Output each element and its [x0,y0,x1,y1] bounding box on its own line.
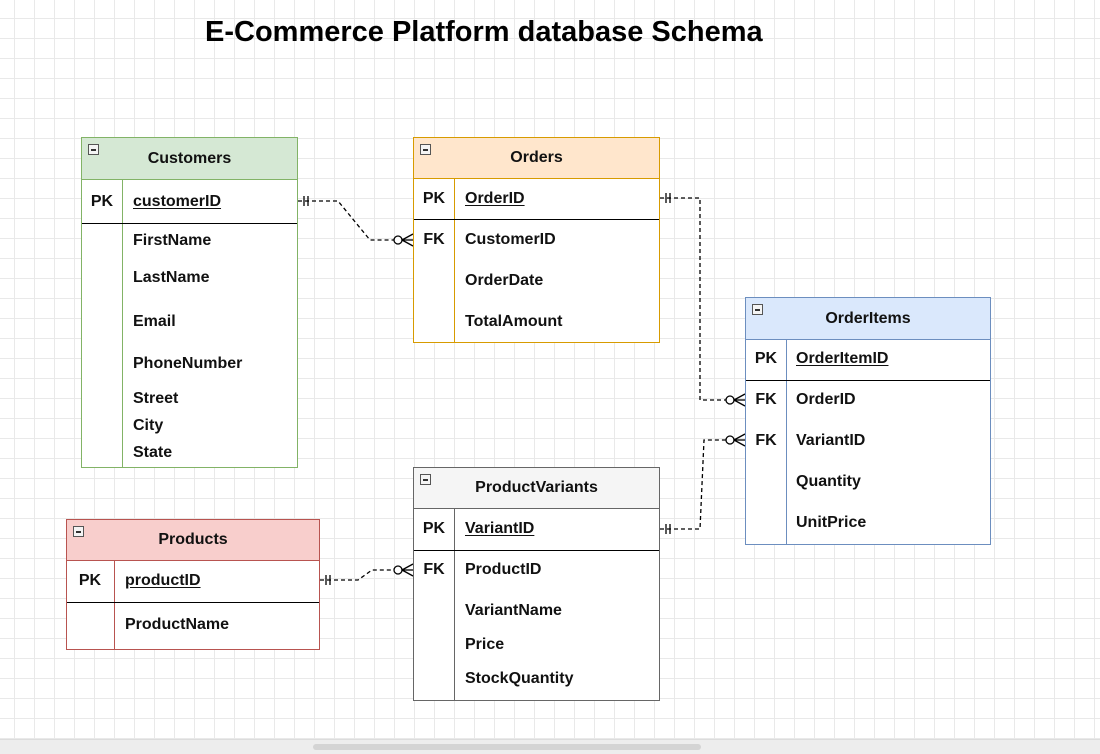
fk-label: FK [755,432,777,449]
fk-label: FK [755,391,777,408]
relationship-customers-orders [298,200,394,241]
table-orders[interactable]: Orders PK OrderID FK CustomerID OrderDat… [413,137,660,343]
zero-marker [725,395,735,405]
pk-field-variantid[interactable]: VariantID [465,520,535,537]
field-customerid[interactable]: CustomerID [465,231,556,248]
table-orderitems[interactable]: OrderItems PK OrderItemID FK OrderID FK … [745,297,991,545]
key-column-divider [122,180,123,467]
table-header-productvariants[interactable]: ProductVariants [414,468,659,509]
field-street[interactable]: Street [133,390,179,407]
table-productvariants[interactable]: ProductVariants PK VariantID FK ProductI… [413,467,660,701]
fk-label: FK [423,561,445,578]
table-customers[interactable]: Customers PK customerID FirstName LastNa… [81,137,298,468]
pk-label: PK [754,350,778,367]
table-name: Products [158,531,228,548]
scrollbar-thumb[interactable] [313,744,701,750]
table-products[interactable]: Products PK productID ProductName [66,519,320,650]
table-name: ProductVariants [475,479,598,496]
pk-label: PK [422,190,446,207]
crows-foot-marker [401,569,414,577]
field-stockquantity[interactable]: StockQuantity [465,670,574,687]
field-orderdate[interactable]: OrderDate [465,272,544,289]
table-header-orders[interactable]: Orders [414,138,659,179]
collapse-icon[interactable] [73,526,84,537]
crows-foot-marker [733,433,746,441]
pk-separator [414,219,659,220]
table-name: Orders [510,149,563,166]
field-email[interactable]: Email [133,313,176,330]
crows-foot-marker [733,399,746,407]
relationship-products-productvariants [320,569,394,581]
field-state[interactable]: State [133,444,173,461]
crows-foot-marker [401,563,414,571]
collapse-icon[interactable] [420,474,431,485]
field-variantname[interactable]: VariantName [465,602,562,619]
pk-label: PK [422,520,446,537]
table-header-customers[interactable]: Customers [82,138,297,180]
pk-separator [67,602,319,603]
pk-field-customerid[interactable]: customerID [133,193,222,210]
key-column-divider [454,509,455,700]
field-phonenumber[interactable]: PhoneNumber [133,355,243,372]
field-orderid[interactable]: OrderID [796,391,856,408]
pk-separator [414,550,659,551]
field-productid[interactable]: ProductID [465,561,542,578]
field-quantity[interactable]: Quantity [796,473,861,490]
collapse-icon[interactable] [752,304,763,315]
field-firstname[interactable]: FirstName [133,232,212,249]
pk-separator [82,223,297,224]
zero-marker [393,565,403,575]
pk-label: PK [90,193,114,210]
diagram-title: E-Commerce Platform database Schema [205,16,763,48]
pk-field-productid[interactable]: productID [125,572,201,589]
field-lastname[interactable]: LastName [133,269,210,286]
field-totalamount[interactable]: TotalAmount [465,313,563,330]
table-header-orderitems[interactable]: OrderItems [746,298,990,340]
table-name: Customers [147,149,232,167]
pk-field-orderitemid[interactable]: OrderItemID [796,350,889,367]
field-productname[interactable]: ProductName [125,616,230,633]
collapse-icon[interactable] [420,144,431,155]
zero-marker [393,235,403,245]
table-name: OrderItems [825,309,911,327]
crows-foot-marker [733,439,746,447]
table-header-products[interactable]: Products [67,520,319,561]
horizontal-scrollbar[interactable] [0,739,1100,754]
relationship-orders-orderitems [660,197,726,401]
crows-foot-marker [401,233,414,241]
field-city[interactable]: City [133,417,164,434]
pk-label: PK [78,572,102,589]
zero-marker [725,435,735,445]
pk-field-orderid[interactable]: OrderID [465,190,525,207]
field-variantid[interactable]: VariantID [796,432,866,449]
crows-foot-marker [733,393,746,401]
field-price[interactable]: Price [465,636,505,653]
relationship-productvariants-orderitems [660,439,726,530]
pk-separator [746,380,990,381]
key-column-divider [786,340,787,544]
key-column-divider [454,179,455,342]
crows-foot-marker [401,239,414,247]
fk-label: FK [423,231,445,248]
key-column-divider [114,561,115,649]
field-unitprice[interactable]: UnitPrice [796,514,867,531]
collapse-icon[interactable] [88,144,99,155]
